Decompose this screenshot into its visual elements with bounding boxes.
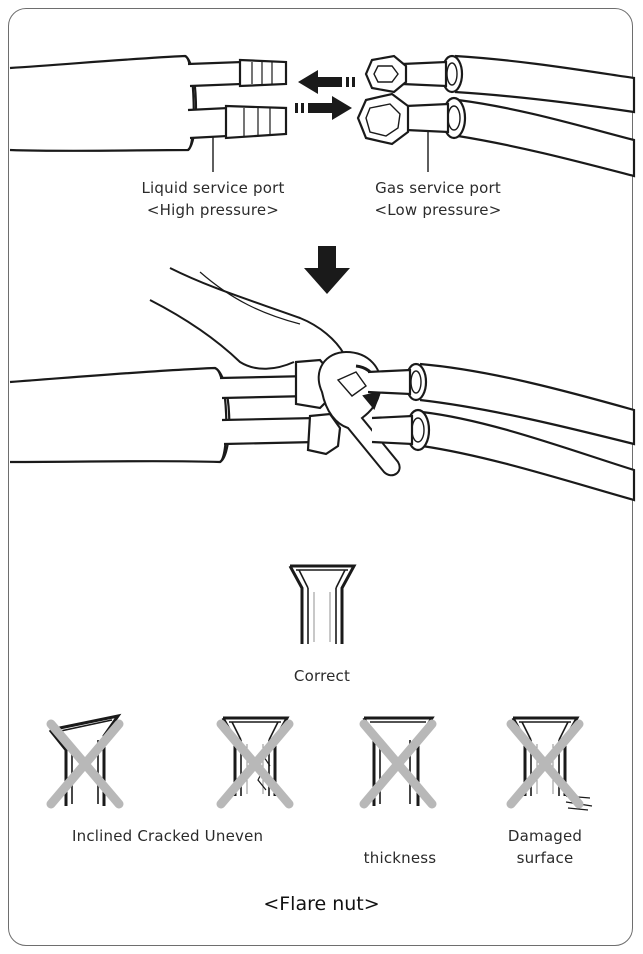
damaged-label: Damaged [507, 827, 583, 845]
flare-correct [288, 564, 356, 646]
outdoor-pipe-bundle-middle [367, 362, 636, 502]
liquid-pressure-label: <High pressure> [146, 201, 280, 219]
flare-damaged-surface [511, 716, 593, 811]
arrow-right-icon [295, 96, 352, 120]
arrow-down-icon [304, 246, 350, 294]
inclined-cracked-uneven-label: Inclined Cracked Uneven [72, 827, 264, 845]
gas-port-label: Gas service port [375, 179, 501, 197]
flare-inclined [50, 713, 119, 806]
surface-label: surface [516, 849, 574, 867]
outdoor-pipe-bundle-top [356, 54, 636, 178]
gas-pressure-label: <Low pressure> [374, 201, 502, 219]
thickness-label: thickness [363, 849, 437, 867]
diagram-title: <Flare nut> [263, 893, 380, 915]
indoor-pipe-bundle-middle [9, 358, 342, 464]
indoor-pipe-bundle-top [9, 54, 288, 152]
arrow-left-icon [298, 70, 355, 94]
correct-label: Correct [293, 667, 351, 685]
flare-cracked [221, 716, 289, 804]
hand-with-wrench [149, 267, 345, 370]
liquid-port-label: Liquid service port [141, 179, 285, 197]
flare-uneven-thickness [364, 716, 432, 806]
